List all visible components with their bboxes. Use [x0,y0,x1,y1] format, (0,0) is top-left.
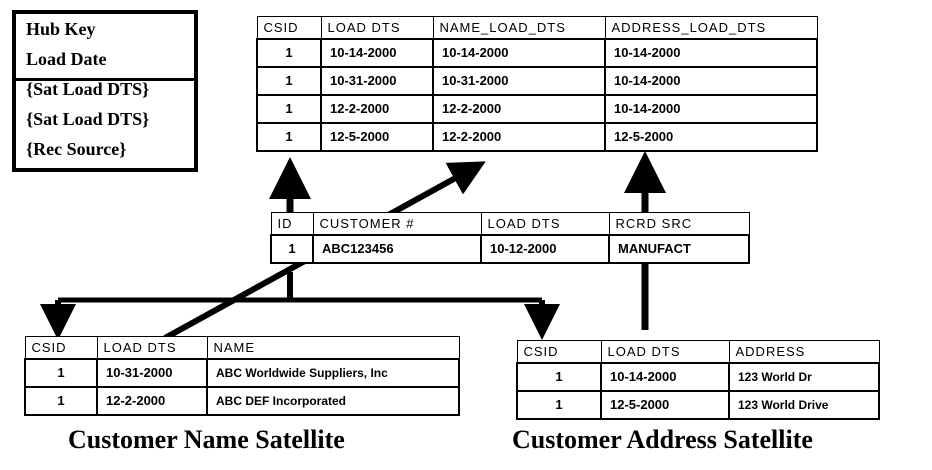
hub-cell: MANUFACT [608,233,750,264]
pit-cell: 12-2-2000 [432,93,606,124]
pit-header-address-load-dts: ADDRESS_LOAD_DTS [604,16,818,39]
hub-cell: 1 [270,233,314,264]
hub-header-record-source: RCRD SRC [608,212,750,235]
legend-divider [16,78,194,81]
pit-cell: 10-14-2000 [320,37,434,68]
hub-header-id: ID [270,212,314,235]
name-sat-cell: 10-31-2000 [96,357,208,388]
hub-cell: 10-12-2000 [480,233,610,264]
pit-header-csid: CSID [256,16,322,39]
address-sat-header-csid: CSID [516,340,602,363]
pit-cell: 10-14-2000 [604,37,818,68]
pit-header-name-load-dts: NAME_LOAD_DTS [432,16,606,39]
legend-box: Hub Key Load Date {Sat Load DTS} {Sat Lo… [12,10,198,172]
pit-cell: 10-14-2000 [432,37,606,68]
table-row: 1 10-31-2000 ABC Worldwide Suppliers, In… [24,357,460,388]
table-row: 1 12-2-2000 ABC DEF Incorporated [24,385,460,416]
table-row: 1 10-14-2000 10-14-2000 10-14-2000 [256,37,818,68]
name-sat-cell: ABC Worldwide Suppliers, Inc [206,357,460,388]
pit-cell: 10-14-2000 [604,65,818,96]
address-sat-cell: 123 World Drive [728,389,880,420]
pit-cell: 12-5-2000 [320,121,434,152]
address-sat-cell: 10-14-2000 [600,361,730,392]
pit-cell: 12-2-2000 [320,93,434,124]
name-sat-cell: 12-2-2000 [96,385,208,416]
pit-cell: 12-2-2000 [432,121,606,152]
legend-sat-load-dts-2: {Sat Load DTS} [26,109,150,129]
hub-header-row: ID CUSTOMER # LOAD DTS RCRD SRC [270,212,750,235]
pit-header-row: CSID LOAD DTS NAME_LOAD_DTS ADDRESS_LOAD… [256,16,818,39]
hub-header-load-dts: LOAD DTS [480,212,610,235]
name-sat-header-row: CSID LOAD DTS NAME [24,336,460,359]
legend-rec-source: {Rec Source} [26,139,127,159]
address-sat-header-load-dts: LOAD DTS [600,340,730,363]
name-sat-header-name: NAME [206,336,460,359]
table-row: 1 10-31-2000 10-31-2000 10-14-2000 [256,65,818,96]
legend-load-date: Load Date [26,49,107,69]
table-row: 1 12-2-2000 12-2-2000 10-14-2000 [256,93,818,124]
legend-sat-load-dts-1: {Sat Load DTS} [26,79,150,99]
pit-cell: 1 [256,93,322,124]
name-sat-cell: 1 [24,385,98,416]
table-row: 1 10-14-2000 123 World Dr [516,361,880,392]
address-satellite-table: CSID LOAD DTS ADDRESS 1 10-14-2000 123 W… [516,340,880,420]
pit-header-load-dts: LOAD DTS [320,16,434,39]
hub-table: ID CUSTOMER # LOAD DTS RCRD SRC 1 ABC123… [270,212,750,264]
legend-hub-key: Hub Key [26,19,96,39]
address-sat-header-row: CSID LOAD DTS ADDRESS [516,340,880,363]
pit-cell: 10-31-2000 [432,65,606,96]
hub-cell: ABC123456 [312,233,482,264]
caption-address-satellite: Customer Address Satellite [512,425,813,454]
address-sat-cell: 12-5-2000 [600,389,730,420]
pit-cell: 1 [256,37,322,68]
address-sat-header-address: ADDRESS [728,340,880,363]
pit-cell: 10-14-2000 [604,93,818,124]
name-sat-cell: 1 [24,357,98,388]
name-satellite-table: CSID LOAD DTS NAME 1 10-31-2000 ABC Worl… [24,336,460,416]
address-sat-cell: 1 [516,389,602,420]
name-sat-cell: ABC DEF Incorporated [206,385,460,416]
name-sat-header-load-dts: LOAD DTS [96,336,208,359]
table-row: 1 ABC123456 10-12-2000 MANUFACT [270,233,750,264]
hub-header-customer-number: CUSTOMER # [312,212,482,235]
table-row: 1 12-5-2000 12-2-2000 12-5-2000 [256,121,818,152]
address-sat-cell: 1 [516,361,602,392]
pit-cell: 12-5-2000 [604,121,818,152]
caption-name-satellite: Customer Name Satellite [68,425,345,454]
table-row: 1 12-5-2000 123 World Drive [516,389,880,420]
pit-cell: 10-31-2000 [320,65,434,96]
name-sat-header-csid: CSID [24,336,98,359]
pit-table: CSID LOAD DTS NAME_LOAD_DTS ADDRESS_LOAD… [256,16,818,152]
address-sat-cell: 123 World Dr [728,361,880,392]
pit-cell: 1 [256,121,322,152]
pit-cell: 1 [256,65,322,96]
